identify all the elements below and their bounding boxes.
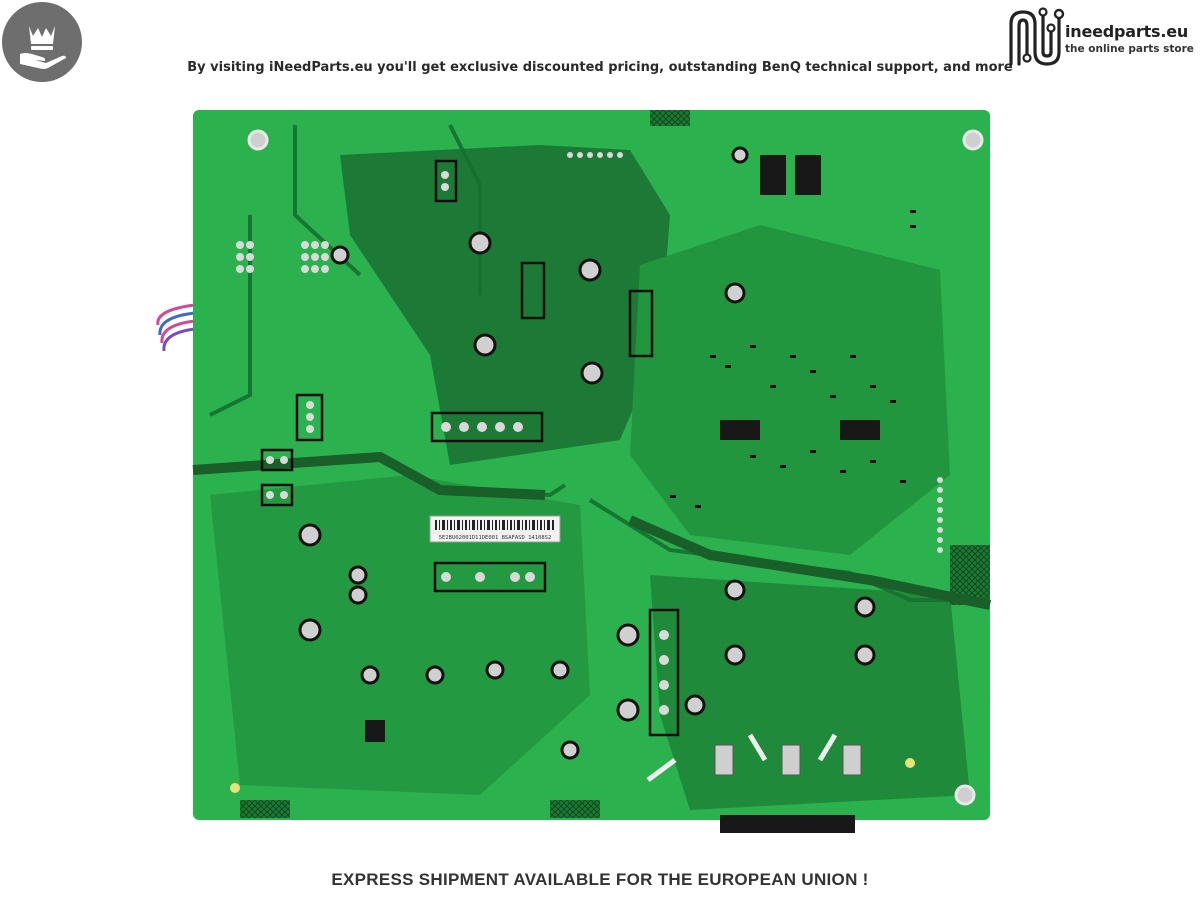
wire-bundle [156, 303, 196, 352]
header-tagline: By visiting iNeedParts.eu you'll get exc… [187, 60, 1013, 75]
brand-name: ineedparts.eu [1065, 22, 1189, 41]
pcb-board-graphic: 5E2BU02001D11DE001 BSAFASD 14108S2 [156, 110, 992, 833]
sticker-code: 5E2BU02001D11DE001 BSAFASD 14108S2 [439, 535, 552, 541]
circuit-n-logo-icon [1009, 7, 1065, 66]
crown-badge [2, 2, 82, 82]
footer-notice: EXPRESS SHIPMENT AVAILABLE FOR THE EUROP… [331, 870, 869, 889]
brand-subtitle: the online parts store [1065, 43, 1194, 55]
brand-logo[interactable]: ineedparts.eu the online parts store [1003, 2, 1198, 76]
crown-hand-icon [20, 26, 66, 69]
pcb-board-image: 5E2BU02001D11DE001 BSAFASD 14108S2 [150, 95, 1000, 840]
